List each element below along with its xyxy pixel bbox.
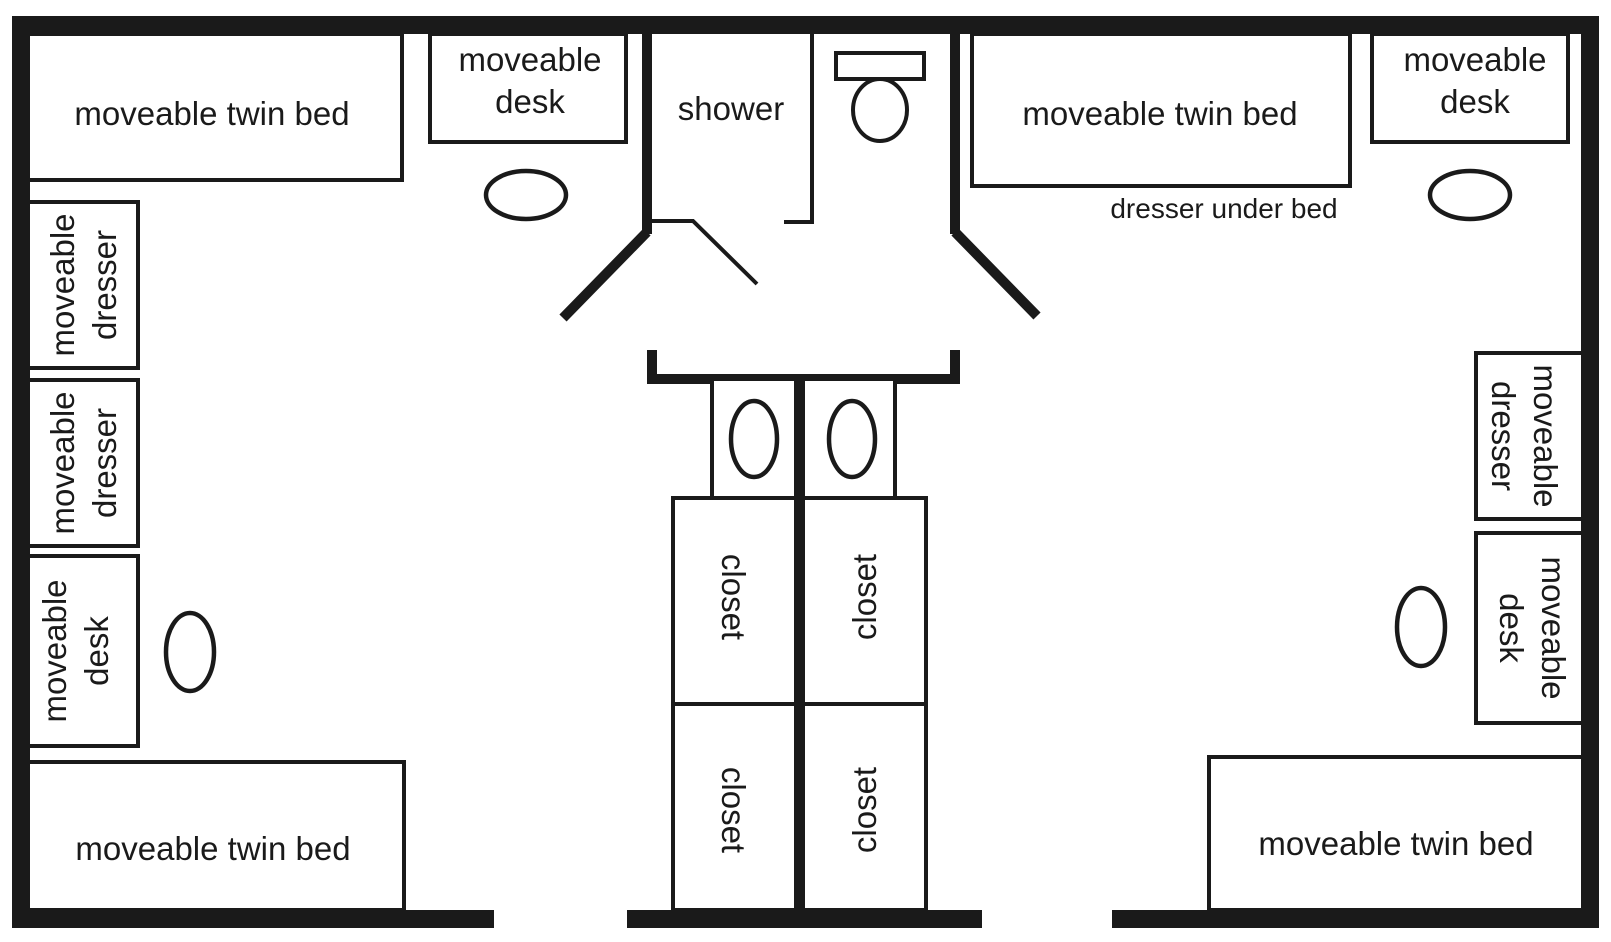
sink-right-icon	[826, 398, 878, 480]
left-room	[26, 32, 628, 912]
right-dresser-label-1: moveable	[1527, 364, 1564, 507]
right-bed-top[interactable]	[970, 32, 1352, 188]
shower-label: shower	[678, 90, 784, 127]
toilet-icon	[834, 51, 926, 143]
right-dresser[interactable]	[1474, 351, 1585, 521]
right-chair-side-icon	[1394, 585, 1448, 669]
toilet-bowl	[851, 77, 909, 143]
right-desk-side-label-2: desk	[1493, 593, 1530, 663]
left-desk-side-label-1: moveable	[36, 579, 73, 722]
right-desk-top-label-2: desk	[1440, 83, 1510, 120]
left-chair-top-icon	[483, 168, 569, 222]
toilet-tank	[834, 51, 926, 81]
left-bed-top-label: moveable twin bed	[74, 95, 349, 132]
closet-3-label: closet	[715, 767, 752, 853]
closet-1-label: closet	[715, 554, 752, 640]
right-desk-top-label-1: moveable	[1403, 41, 1546, 78]
bathroom-left-angled-wall	[559, 228, 651, 322]
left-wall	[12, 16, 30, 928]
right-desk-top[interactable]	[1370, 32, 1570, 144]
sink-left-icon	[728, 398, 780, 480]
right-bed-top-label: moveable twin bed	[1022, 95, 1297, 132]
sink-alcove-left	[710, 377, 798, 500]
left-dresser-2-label-1: moveable	[44, 391, 81, 534]
shower-door[interactable]	[652, 219, 759, 286]
left-desk-top[interactable]	[428, 32, 628, 144]
left-dresser-2[interactable]	[26, 378, 140, 548]
closet-4-label: closet	[846, 767, 883, 853]
right-desk-side-label-1: moveable	[1535, 556, 1572, 699]
bottom-wall-left	[12, 910, 494, 928]
left-desk-side-label-2: desk	[78, 616, 115, 686]
left-desk-top-label-1: moveable	[458, 41, 601, 78]
right-bed-bottom-label: moveable twin bed	[1258, 825, 1533, 862]
bottom-wall-right	[1112, 910, 1599, 928]
right-bed-bottom[interactable]	[1207, 755, 1585, 912]
top-wall	[12, 16, 1599, 34]
closet-block	[647, 350, 960, 912]
left-chair-side-icon	[163, 610, 217, 694]
shower-partition	[784, 34, 814, 224]
right-desk-side[interactable]	[1474, 531, 1585, 725]
left-dresser-1-label-2: dresser	[86, 230, 123, 340]
left-dresser-1[interactable]	[26, 200, 140, 370]
left-bed-top[interactable]	[26, 32, 404, 182]
bottom-wall-center	[627, 910, 982, 928]
closet-4[interactable]	[801, 702, 928, 912]
bathroom-right-angled-wall	[951, 228, 1041, 320]
bathroom-walls	[559, 34, 1041, 322]
closet-1[interactable]	[671, 496, 798, 706]
right-dresser-label-2: dresser	[1485, 381, 1522, 491]
left-desk-top-label-2: desk	[495, 83, 565, 120]
left-desk-side[interactable]	[26, 554, 140, 748]
right-room	[970, 32, 1585, 912]
right-chair-top-icon	[1427, 168, 1513, 222]
right-bed-note-label: dresser under bed	[1110, 193, 1337, 224]
closet-header-wall	[647, 350, 960, 384]
right-wall	[1581, 16, 1599, 928]
left-dresser-1-label-1: moveable	[44, 213, 81, 356]
left-bed-bottom[interactable]	[26, 760, 406, 912]
left-bed-bottom-label: moveable twin bed	[75, 830, 350, 867]
outer-walls	[12, 16, 1599, 928]
closet-3[interactable]	[671, 702, 798, 912]
closet-2-label: closet	[846, 554, 883, 640]
left-dresser-2-label-2: dresser	[86, 408, 123, 518]
sink-alcove-right	[801, 377, 897, 500]
